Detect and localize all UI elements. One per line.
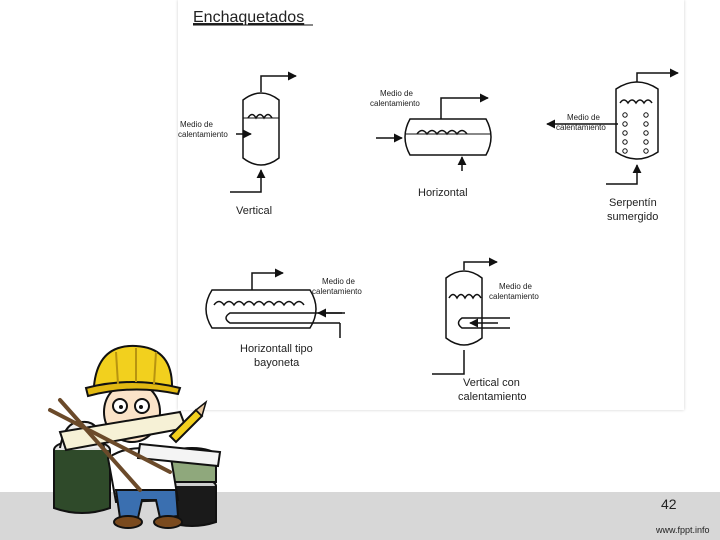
serpentin-vessel-body	[615, 81, 659, 160]
serpentin-medium-label-2: calentamiento	[556, 123, 606, 132]
horizontal-medium-label-1: Medio de	[380, 89, 413, 98]
vertical-caption: Vertical	[236, 205, 272, 217]
vertical-heating-outlet	[463, 257, 498, 270]
vertical-heating-caption-1: Vertical con	[463, 377, 520, 389]
bayoneta-medium-label-2: calentamiento	[312, 287, 362, 296]
diagram-title: Enchaquetados	[193, 9, 304, 26]
vertical-jacket-inlet	[230, 169, 266, 193]
vertical-vessel-body	[242, 92, 280, 166]
vertical-heating-liquid-wave	[448, 293, 482, 300]
serpentin-liquid-wave	[619, 99, 653, 105]
compass-icon	[48, 398, 172, 492]
vertical-heating-vessel-body	[445, 270, 483, 346]
vertical-heating-medium-label-1: Medio de	[499, 282, 532, 291]
serpentin-vessel-diagram	[546, 68, 679, 185]
vertical-heating-caption-2: calentamiento	[458, 391, 527, 403]
page-number: 42	[661, 496, 677, 512]
vertical-jacket-outlet	[260, 71, 297, 92]
serpentin-caption-1: Serpentín	[609, 197, 657, 209]
vertical-liquid-wave	[247, 113, 273, 120]
rolled-plans-icon	[58, 410, 222, 468]
horizontal-liquid-wave	[416, 129, 468, 136]
diagram-panel	[178, 0, 684, 410]
horizontal-vessel-diagram	[376, 93, 492, 171]
vertical-medium-label-2: calentamiento	[178, 130, 228, 139]
bayoneta-caption-1: Horizontall tipo	[240, 343, 313, 355]
hard-hat-icon	[84, 344, 182, 398]
serpentin-medium-label-1: Medio de	[567, 113, 600, 122]
serpentin-caption-2: sumergido	[607, 211, 658, 223]
vertical-heating-vessel-diagram	[432, 257, 510, 375]
bayoneta-vessel-diagram	[205, 268, 345, 338]
vertical-heating-tube	[457, 317, 510, 329]
vertical-medium-label-1: Medio de	[180, 120, 213, 129]
bayoneta-outlet	[251, 268, 284, 290]
coil-circles	[622, 112, 649, 154]
vertical-heating-medium-label-2: calentamiento	[489, 292, 539, 301]
horizontal-medium-label-2: calentamiento	[370, 99, 420, 108]
bayoneta-medium-label-1: Medio de	[322, 277, 355, 286]
pencil-icon	[168, 399, 208, 444]
serpentin-outlet	[636, 68, 679, 82]
worker-body-icon	[106, 447, 183, 529]
bayoneta-liquid-wave	[213, 300, 305, 307]
bayoneta-tube	[225, 312, 345, 324]
horizontal-caption: Horizontal	[418, 187, 468, 199]
horizontal-jacket-outlet	[440, 93, 489, 119]
serpentin-inlet	[606, 164, 642, 185]
vertical-heating-inlet	[432, 350, 465, 375]
bayoneta-vessel-body	[205, 289, 317, 329]
vertical-vessel-diagram	[230, 71, 297, 193]
horizontal-vessel-body	[404, 118, 492, 156]
footer-brand: www.fppt.info	[656, 525, 710, 535]
engineer-cartoon	[48, 344, 222, 529]
bayoneta-caption-2: bayoneta	[254, 357, 300, 369]
